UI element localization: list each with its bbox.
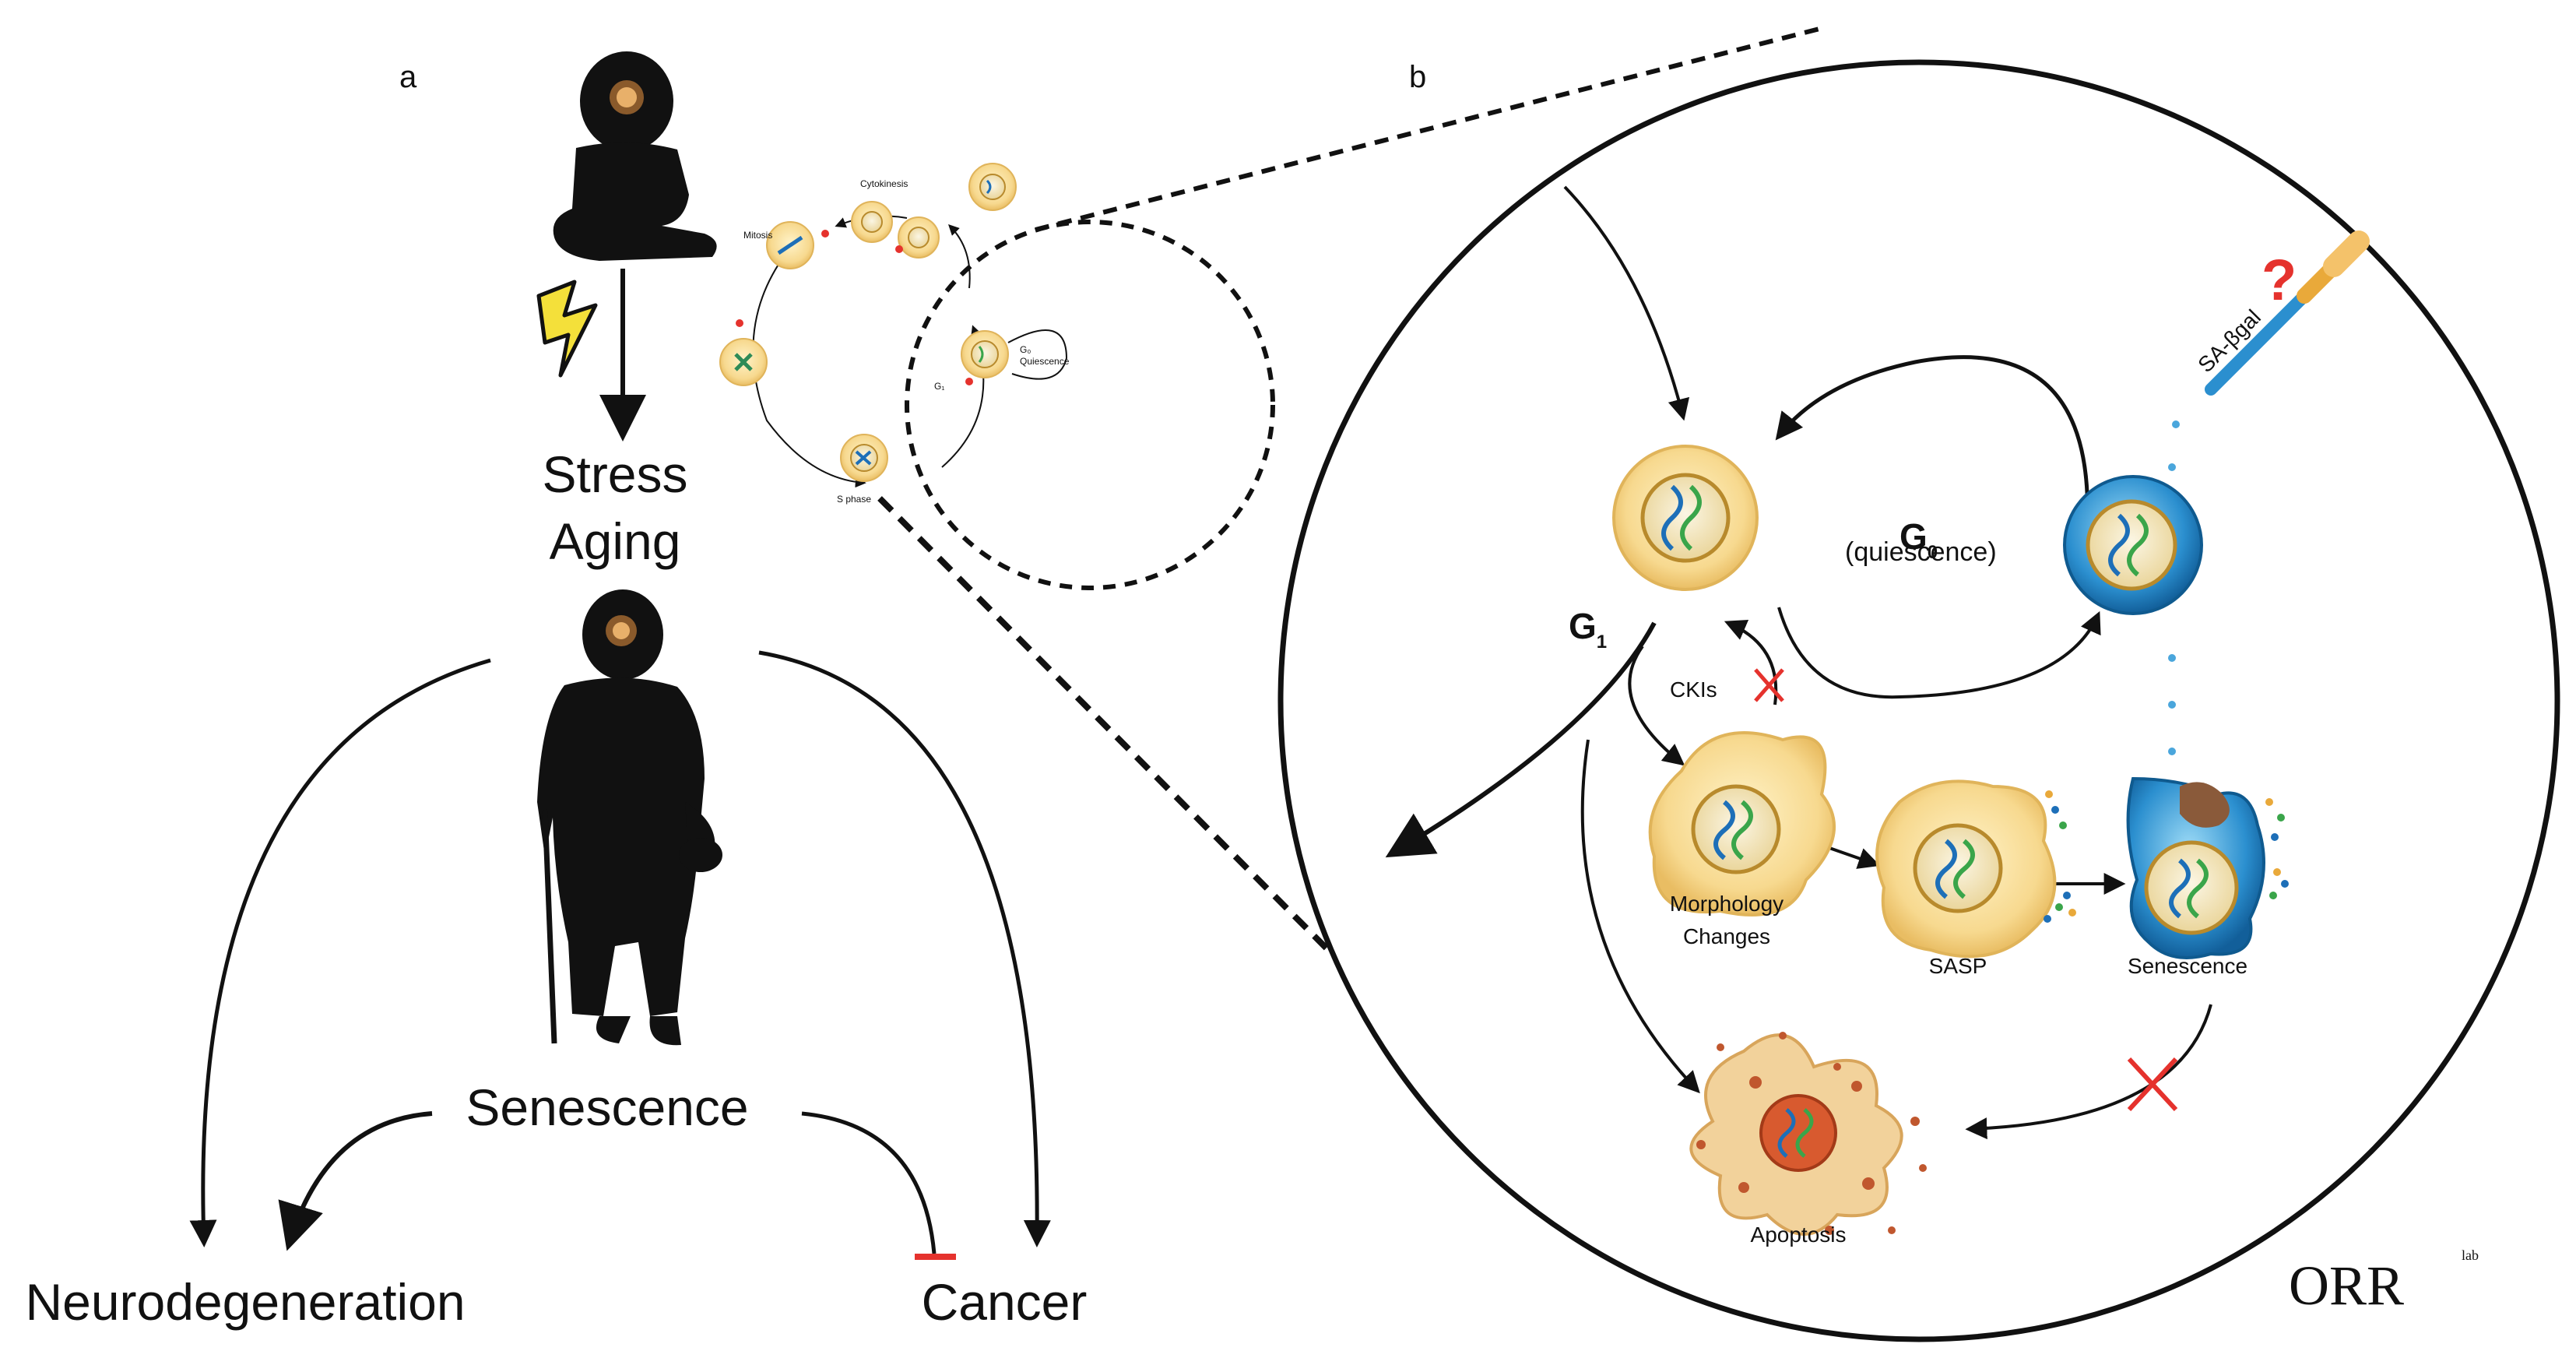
senescence-label-a: Senescence xyxy=(466,1078,748,1136)
quiescence-label: (quiescence) xyxy=(1845,537,1997,567)
mini-cell-s-phase xyxy=(840,434,888,482)
morphology-changes-cell xyxy=(1648,731,1836,916)
stress-label: Stress xyxy=(542,445,687,503)
svg-text:G₁: G₁ xyxy=(934,381,944,392)
svg-text:lab: lab xyxy=(2462,1247,2479,1263)
aging-label: Aging xyxy=(550,512,681,570)
question-mark: ? xyxy=(2261,248,2297,312)
baby-icon xyxy=(553,51,717,261)
zoom-circle xyxy=(905,220,1275,590)
arrow-g0-to-g1 xyxy=(1775,355,2089,542)
panel-b-circle xyxy=(1277,59,2560,1342)
arrow-g1-to-morphology xyxy=(1628,645,1685,766)
sa-beta-gal-dropper-icon xyxy=(2205,230,2370,396)
svg-text:Cytokinesis: Cytokinesis xyxy=(860,178,908,189)
zoom-connector-top xyxy=(1035,25,1826,232)
mini-cell-g0 xyxy=(968,163,1017,211)
cancer-label: Cancer xyxy=(922,1273,1088,1331)
panel-b-letter: b xyxy=(1409,60,1426,94)
mini-cell-g1 xyxy=(961,330,1009,378)
g0-quiescent-cell xyxy=(2063,475,2203,615)
mini-cell-cytokinesis-2 xyxy=(898,216,940,259)
sasp-label: SASP xyxy=(1929,954,1987,978)
svg-text:Quiescence: Quiescence xyxy=(1020,356,1070,367)
arrow-aging-to-neurodegeneration xyxy=(189,658,491,1247)
inhibit-cross-apoptosis xyxy=(2127,1057,2178,1112)
orr-lab-logo: ORR lab xyxy=(2289,1247,2479,1317)
panel-a-letter: a xyxy=(399,60,417,94)
arrow-entry-to-g1 xyxy=(1563,185,1690,421)
arrow-g1-to-apoptosis xyxy=(1580,739,1700,1094)
elderly-person-icon xyxy=(537,589,722,1046)
ckis-label: CKIs xyxy=(1670,677,1717,702)
g1-cell xyxy=(1612,445,1759,591)
sasp-cell xyxy=(1875,779,2076,959)
g0-label: G0 xyxy=(1899,516,1938,563)
arrow-senescence-to-apoptosis-blocked xyxy=(1965,1004,2212,1140)
senescent-cell xyxy=(2126,776,2289,959)
svg-text:S phase: S phase xyxy=(837,494,871,505)
panel-a: a Stress Aging xyxy=(25,51,1087,1331)
inhibition-senescence-to-cancer xyxy=(801,1111,937,1254)
inhibit-cross-cki xyxy=(1754,668,1784,702)
arrow-senescence-to-neurodegeneration xyxy=(278,1111,433,1251)
apoptosis-cell xyxy=(1689,1032,1927,1236)
walking-cane xyxy=(542,809,557,1044)
morphology-label-line1: Morphology xyxy=(1670,892,1784,916)
arrow-g1-to-g0 xyxy=(1777,607,2101,699)
svg-text:Mitosis: Mitosis xyxy=(743,230,772,241)
neurodegeneration-label: Neurodegeneration xyxy=(25,1273,465,1331)
mini-cell-cytokinesis-1 xyxy=(851,201,893,243)
g1-label: G1 xyxy=(1569,606,1607,653)
svg-text:G₀: G₀ xyxy=(1020,344,1031,355)
mini-cell-cycle: Mitosis Cytokinesis G₀ Quiescence G₁ S p… xyxy=(719,163,1070,505)
svg-text:ORR: ORR xyxy=(2289,1254,2404,1317)
morphology-label-line2: Changes xyxy=(1683,924,1770,948)
arrow-aging-to-cancer xyxy=(758,650,1051,1247)
panel-b: b G1 G0 (quiescence) xyxy=(1277,59,2560,1342)
senescence-label-b: Senescence xyxy=(2128,954,2247,978)
lightning-bolt-icon xyxy=(536,280,598,378)
apoptosis-label: Apoptosis xyxy=(1751,1223,1847,1247)
mini-cell-mitosis xyxy=(766,221,814,269)
mini-cell-metaphase xyxy=(719,338,768,386)
arrow-g1-to-cycle xyxy=(1385,621,1657,858)
